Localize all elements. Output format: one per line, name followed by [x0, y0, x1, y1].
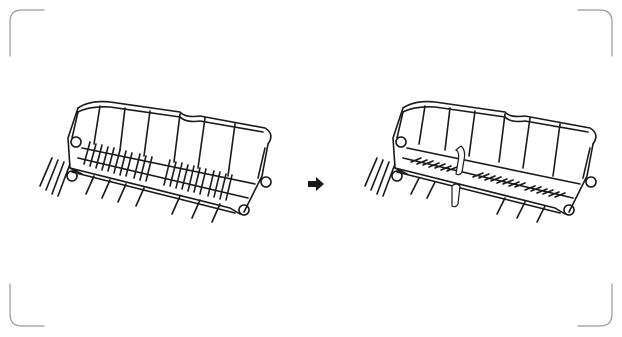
frame-corner-top-left	[10, 10, 44, 56]
dishwasher-rack-icon	[365, 102, 596, 222]
frame-corner-bottom-left	[10, 284, 44, 326]
frame-corner-bottom-right	[578, 284, 612, 326]
tine-release-handle	[452, 146, 465, 207]
frame-corners	[10, 10, 612, 326]
dishwasher-rack-icon	[40, 102, 271, 222]
frame-corner-top-right	[578, 10, 612, 56]
right-arrow-icon	[308, 177, 324, 191]
